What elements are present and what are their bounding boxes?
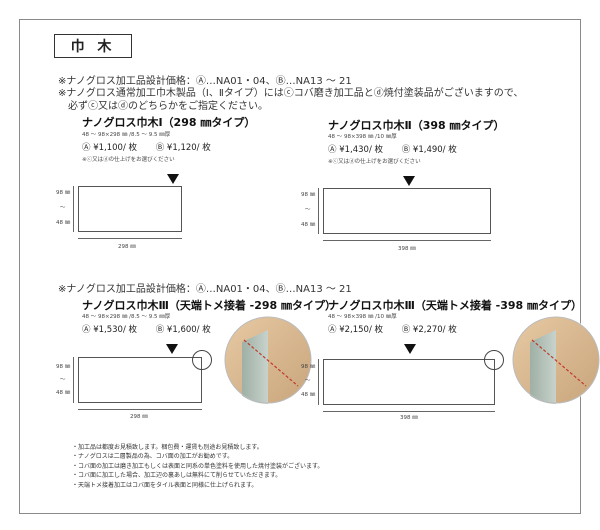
corner-detail-marker [192,350,212,370]
processing-note: ※ナノグロス通常加工巾木製品（Ⅰ、Ⅱタイプ）にはⓒコバ磨き加工品とⓓ焼付塗装品が… [58,88,524,99]
corner-detail-marker [484,350,504,370]
product-1-dims: 48 ～ 98×298 ㎜ /8.5 ～ 9.5 ㎜厚 [82,132,171,138]
arrow-down-icon [166,344,178,354]
height-label-tilde: ～ [60,205,66,211]
width-dimension-line [323,240,491,241]
footnote-item: ・コバ面の加工は磨き加工もしくは表面と同系の単色塗料を使用した焼付塗装がございま… [72,462,324,470]
product-1-prices: Ⓐ ¥1,100/ 枚 Ⓑ ¥1,120/ 枚 [82,141,227,153]
height-label-tilde: ～ [60,377,66,383]
height-label-max: 98 ㎜ [56,190,71,196]
product-3-dims: 48 ～ 98×298 ㎜ /8.5 ～ 9.5 ㎜厚 [82,314,171,320]
product-1-title: ナノグロス巾木Ⅰ（298 ㎜タイプ） [82,116,256,129]
product-2-board [323,188,491,234]
product-1-price-a: Ⓐ ¥1,100/ 枚 [82,143,138,153]
arrow-down-icon [403,176,415,186]
width-label: 298 ㎜ [118,244,136,250]
product-4-price-a: Ⓐ ¥2,150/ 枚 [328,325,384,335]
product-4-dims: 48 ～ 98×398 ㎜ /10 ㎜厚 [328,314,397,320]
width-dimension-line [78,409,202,410]
width-label: 298 ㎜ [130,414,148,420]
product-3-price-b: Ⓑ ¥1,600/ 枚 [155,325,211,335]
width-label: 398 ㎜ [398,246,416,252]
page-frame [19,19,581,514]
product-4-prices: Ⓐ ¥2,150/ 枚 Ⓑ ¥2,270/ 枚 [328,323,473,335]
product-1-price-b: Ⓑ ¥1,120/ 枚 [155,143,211,153]
footnote-item: ・加工品は都度お見積致します。梱包費・運賃も別途お見積致します。 [72,444,263,451]
height-label-min: 48 ㎜ [56,220,71,226]
corner-detail-photo [512,316,600,404]
arrow-down-icon [404,344,416,354]
product-1-note: ※ⓒ又はⓓの仕上げをお選びください [82,157,175,163]
height-dimension-line [318,188,319,234]
footnote-item: ・コバ面に加工した場合、加工辺の裏あしは無料にて削らせていただきます。 [72,472,282,480]
footnote-item: ・天端トメ接着加工はコバ面をタイル表面と同様に仕上げられます。 [72,481,258,489]
width-dimension-line [78,238,182,239]
product-3-prices: Ⓐ ¥1,530/ 枚 Ⓑ ¥1,600/ 枚 [82,323,227,335]
product-4-title: ナノグロス巾木Ⅲ（天端トメ接着 -398 ㎜タイプ） [328,299,583,312]
height-label-max: 98 ㎜ [56,364,71,370]
product-3-board [78,357,202,403]
price-note-2: ※ナノグロス加工品設計価格：Ⓐ…NA01・04、Ⓑ…NA13 ～ 21 [58,284,352,295]
product-2-price-a: Ⓐ ¥1,430/ 枚 [328,145,384,155]
product-1-board [78,186,182,232]
product-4-board [323,359,495,405]
width-label: 398 ㎜ [400,415,418,421]
processing-note-cont: 必ずⓒ又はⓓのどちらかをご指定ください。 [68,101,268,112]
height-label-min: 48 ㎜ [301,392,316,398]
product-2-dims: 48 ～ 98×398 ㎜ /10 ㎜厚 [328,134,397,140]
height-dimension-line [73,186,74,232]
product-2-note: ※ⓒ又はⓓの仕上げをお選びください [328,159,421,165]
height-label-tilde: ～ [305,207,311,213]
height-dimension-line [318,359,319,405]
product-3-title: ナノグロス巾木Ⅲ（天端トメ接着 -298 ㎜タイプ） [82,299,337,312]
footnote-item: ・ナノグロスは二層製品の為、コバ面の加工がお勧めです。 [72,453,234,461]
arrow-down-icon [167,174,179,184]
height-label-min: 48 ㎜ [301,222,316,228]
product-2-title: ナノグロス巾木Ⅱ（398 ㎜タイプ） [328,119,505,132]
footnote-list: ・加工品は都度お見積致します。梱包費・運賃も別途お見積致します。 ・ナノグロスは… [72,443,323,490]
width-dimension-line [323,411,495,412]
page-title: 巾 木 [54,34,132,58]
price-note: ※ナノグロス加工品設計価格：Ⓐ…NA01・04、Ⓑ…NA13 ～ 21 [58,76,352,87]
corner-detail-photo [224,316,312,404]
height-dimension-line [73,357,74,403]
height-label-tilde: ～ [305,378,311,384]
height-label-max: 98 ㎜ [301,192,316,198]
height-label-min: 48 ㎜ [56,390,71,396]
product-2-prices: Ⓐ ¥1,430/ 枚 Ⓑ ¥1,490/ 枚 [328,143,473,155]
height-label-max: 98 ㎜ [301,364,316,370]
product-4-price-b: Ⓑ ¥2,270/ 枚 [401,325,457,335]
product-3-price-a: Ⓐ ¥1,530/ 枚 [82,325,138,335]
product-2-price-b: Ⓑ ¥1,490/ 枚 [401,145,457,155]
